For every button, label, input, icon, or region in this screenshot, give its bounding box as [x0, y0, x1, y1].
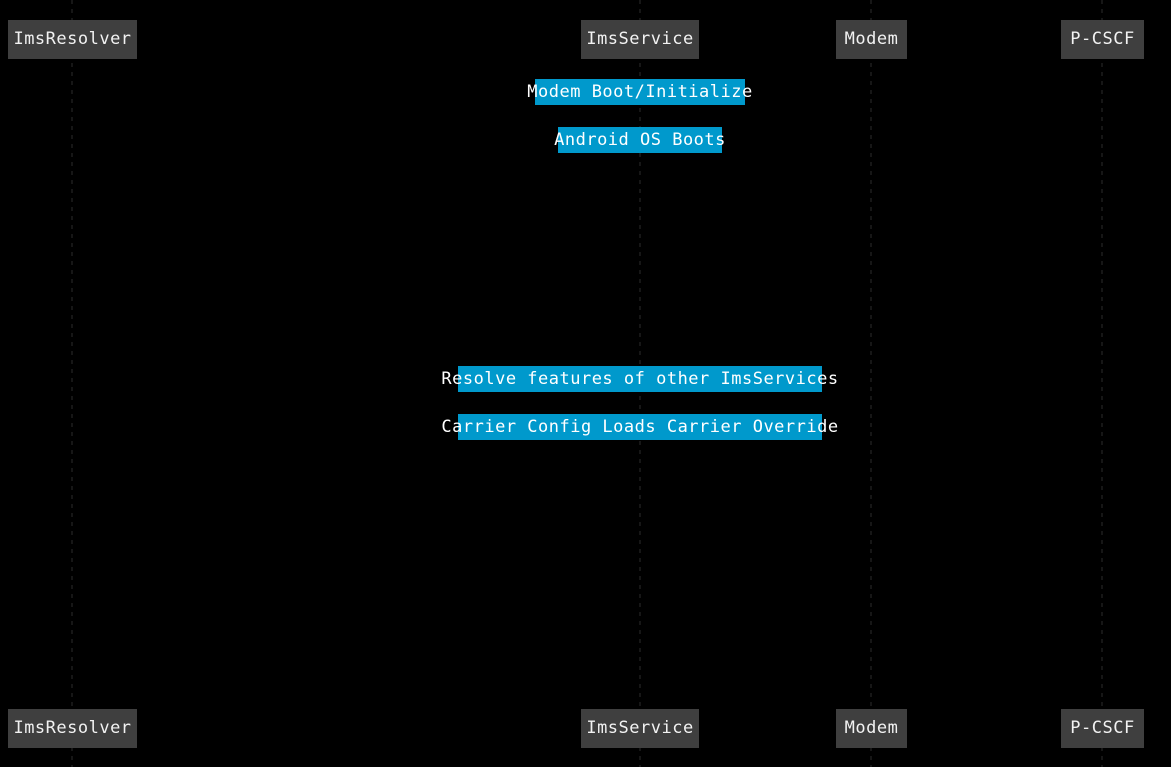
lifeline-ims-resolver [71, 0, 73, 767]
participant-footer-ims-service[interactable]: ImsService [581, 709, 699, 748]
participant-label: ImsService [586, 718, 694, 738]
participant-label: ImsService [586, 29, 694, 49]
participant-label: ImsResolver [13, 29, 132, 49]
lifeline-p-cscf [1101, 0, 1103, 767]
participant-label: Modem [844, 29, 899, 49]
participant-footer-p-cscf[interactable]: P-CSCF [1061, 709, 1144, 748]
note-label: Android OS Boots [554, 129, 726, 150]
participant-footer-ims-resolver[interactable]: ImsResolver [8, 709, 137, 748]
participant-header-p-cscf[interactable]: P-CSCF [1061, 20, 1144, 59]
note-label: Resolve features of other ImsServices [441, 368, 839, 389]
participant-label: Modem [844, 718, 899, 738]
participant-header-modem[interactable]: Modem [836, 20, 907, 59]
participant-header-ims-service[interactable]: ImsService [581, 20, 699, 59]
note-carrier-config[interactable]: Carrier Config Loads Carrier Override [441, 414, 838, 440]
note-label: Carrier Config Loads Carrier Override [441, 416, 839, 437]
note-android-os-boots[interactable]: Android OS Boots [554, 127, 725, 153]
participant-label: ImsResolver [13, 718, 132, 738]
lifeline-modem [870, 0, 872, 767]
participant-label: P-CSCF [1070, 29, 1135, 49]
note-label: Modem Boot/Initialize [527, 81, 753, 102]
participant-header-ims-resolver[interactable]: ImsResolver [8, 20, 137, 59]
note-resolve-features[interactable]: Resolve features of other ImsServices [441, 366, 838, 392]
participant-footer-modem[interactable]: Modem [836, 709, 907, 748]
participant-label: P-CSCF [1070, 718, 1135, 738]
note-modem-boot[interactable]: Modem Boot/Initialize [527, 79, 752, 105]
